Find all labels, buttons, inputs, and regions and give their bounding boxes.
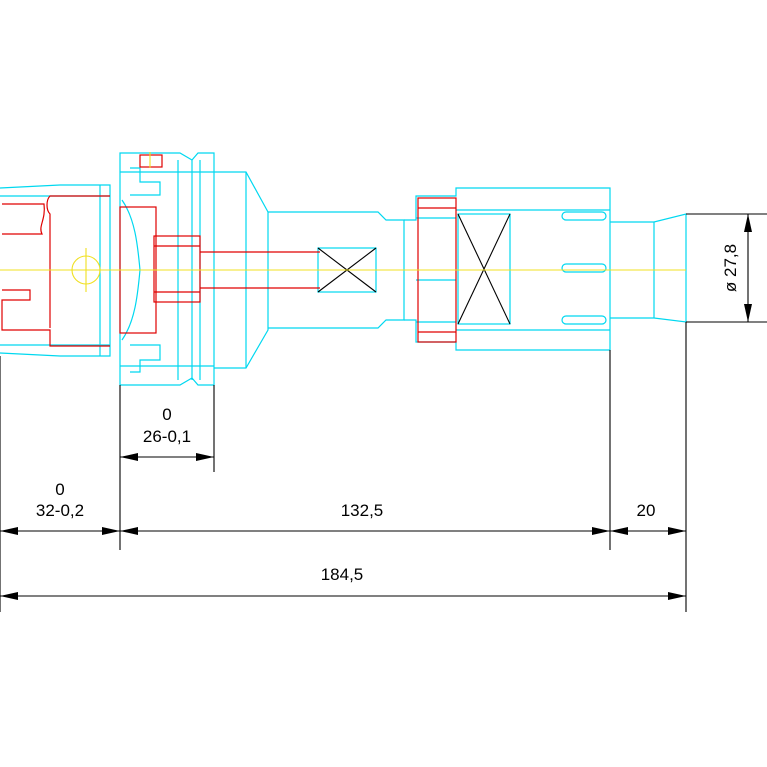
dim-26-upper: 0 (162, 405, 171, 424)
dim-total: 184,5 (321, 565, 364, 584)
section-lines (1, 154, 457, 347)
dim-diameter: ø 27,8 (721, 244, 740, 292)
cross-marks (317, 213, 511, 325)
part-outline (0, 152, 687, 386)
dim-32-upper: 0 (55, 480, 64, 499)
dimension-labels: 0 26-0,1 0 32-0,2 132,5 20 184,5 ø 27,8 (36, 244, 740, 584)
dim-132-5: 132,5 (341, 501, 384, 520)
dim-26-lower: 26-0,1 (143, 427, 191, 446)
dim-20: 20 (637, 501, 656, 520)
dimension-lines (0, 213, 767, 612)
centerline (0, 152, 686, 292)
dim-32-lower: 32-0,2 (36, 501, 84, 520)
